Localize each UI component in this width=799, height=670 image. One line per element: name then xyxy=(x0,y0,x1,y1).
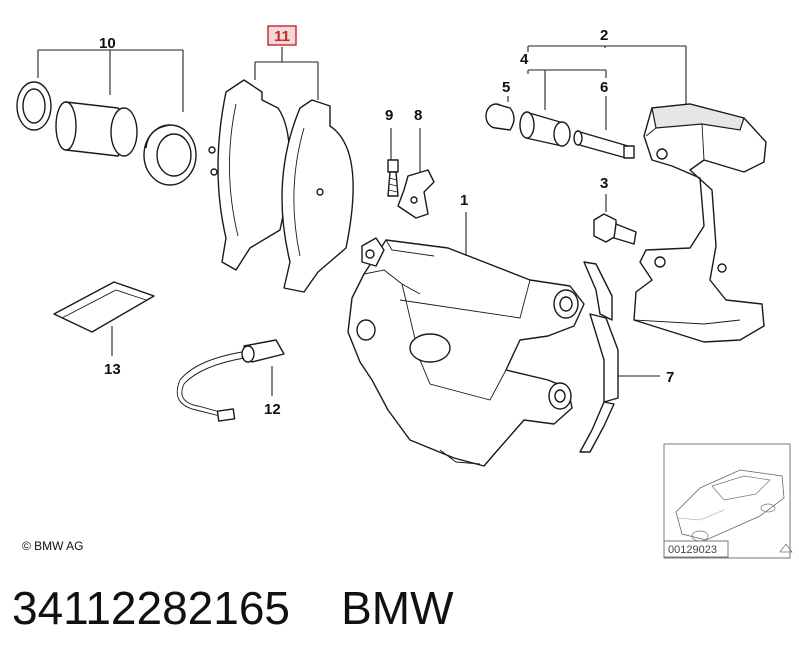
callout-2: 2 xyxy=(600,27,608,44)
copyright-notice: © BMW AG xyxy=(22,539,84,553)
part-number: 34112282165 xyxy=(12,582,290,634)
part-13-grease-sachet xyxy=(53,281,155,356)
part-6-guide-pin xyxy=(573,130,635,159)
vehicle-thumbnail: 00129023 xyxy=(663,443,793,559)
part-8-bracket xyxy=(397,128,435,219)
callout-11: 11 xyxy=(274,28,290,45)
callout-11-highlight-box xyxy=(267,25,297,46)
brand-name: BMW xyxy=(341,582,454,634)
part-10-piston-kit xyxy=(16,49,197,186)
part-1-caliper xyxy=(347,212,585,467)
callout-6: 6 xyxy=(600,79,608,96)
part-12-wear-sensor xyxy=(176,339,285,422)
callout-5: 5 xyxy=(502,79,510,96)
callout-4: 4 xyxy=(520,51,529,68)
footer-caption: 34112282165 BMW xyxy=(12,585,454,631)
part-2-carrier xyxy=(633,103,767,343)
callout-7: 7 xyxy=(666,369,674,386)
part-5-guide-bushing xyxy=(485,103,515,131)
part-9-bleeder-bolt xyxy=(387,128,399,197)
callout-12: 12 xyxy=(264,401,281,418)
part-11-brake-pads xyxy=(208,47,354,293)
callout-1: 1 xyxy=(460,192,468,209)
part-3-bolt xyxy=(593,194,637,245)
part-4-guide-sleeve xyxy=(519,111,571,147)
callout-13: 13 xyxy=(104,361,121,378)
callout-10: 10 xyxy=(99,35,116,52)
callout-3: 3 xyxy=(600,175,608,192)
part-7-spring-clip xyxy=(579,261,660,453)
thumbnail-code: 00129023 xyxy=(668,544,717,556)
callout-9: 9 xyxy=(385,107,393,124)
leaders-2-4-5-6 xyxy=(507,45,687,130)
callout-8: 8 xyxy=(414,107,422,124)
